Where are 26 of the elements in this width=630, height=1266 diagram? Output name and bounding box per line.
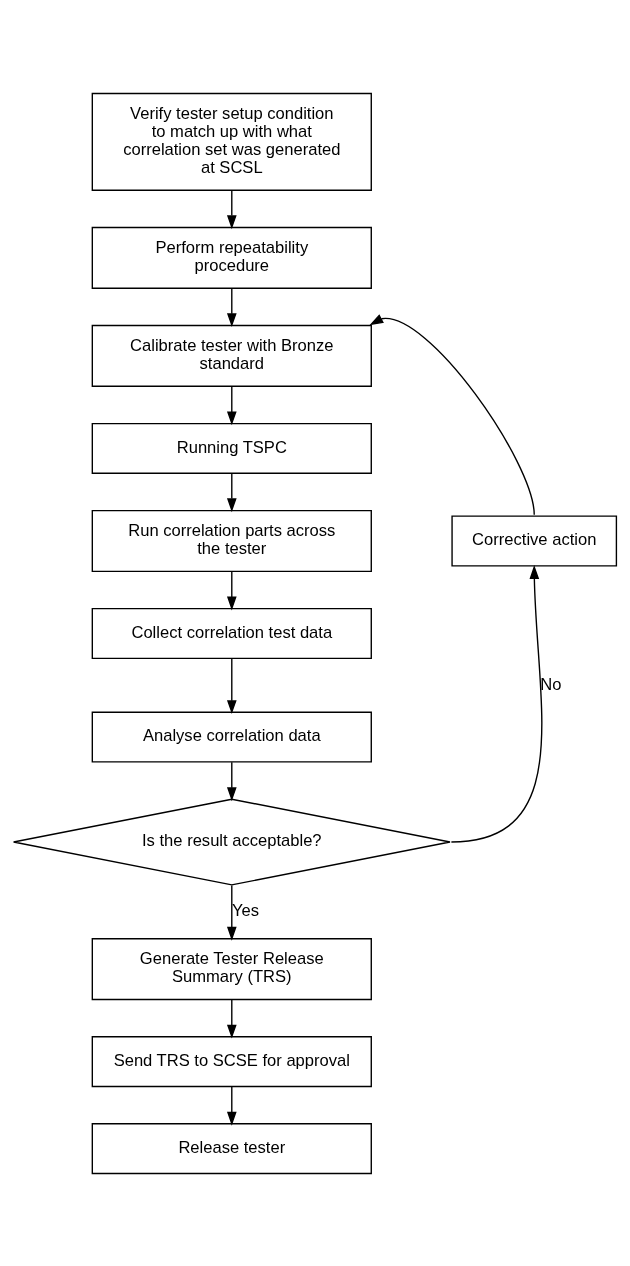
arrow [369, 313, 535, 515]
node-box: Send TRS to SCSE for approval [91, 1035, 372, 1087]
arrow [226, 570, 237, 610]
arrow [226, 472, 237, 512]
arrow [226, 998, 237, 1039]
node-box: Run correlation parts across the tester [91, 509, 372, 572]
node-box: Generate Tester Release Summary (TRS) [91, 937, 372, 1000]
node-box: Release tester [91, 1122, 372, 1174]
arrow [226, 1085, 237, 1126]
node-box: Perform repeatability procedure [91, 226, 372, 289]
arrow [226, 760, 237, 801]
arrow [226, 884, 237, 941]
node-box: Verify tester setup condition to match up with what correlation set was generated at SCSL [91, 92, 372, 191]
node-box: Collect correlation test data [91, 607, 372, 659]
arrow [450, 564, 543, 843]
node-diamond: Is the result acceptable? [12, 798, 451, 886]
arrow [226, 287, 237, 327]
edge-label: Yes [232, 900, 260, 920]
edge-label: No [540, 674, 562, 694]
node-box: Corrective action [451, 514, 618, 567]
arrow [226, 385, 237, 425]
arrow [226, 189, 237, 229]
node-box: Analyse correlation data [91, 711, 372, 763]
arrow [226, 657, 237, 714]
node-box: Running TSPC [91, 422, 372, 474]
node-box: Calibrate tester with Bronze standard [91, 324, 372, 387]
